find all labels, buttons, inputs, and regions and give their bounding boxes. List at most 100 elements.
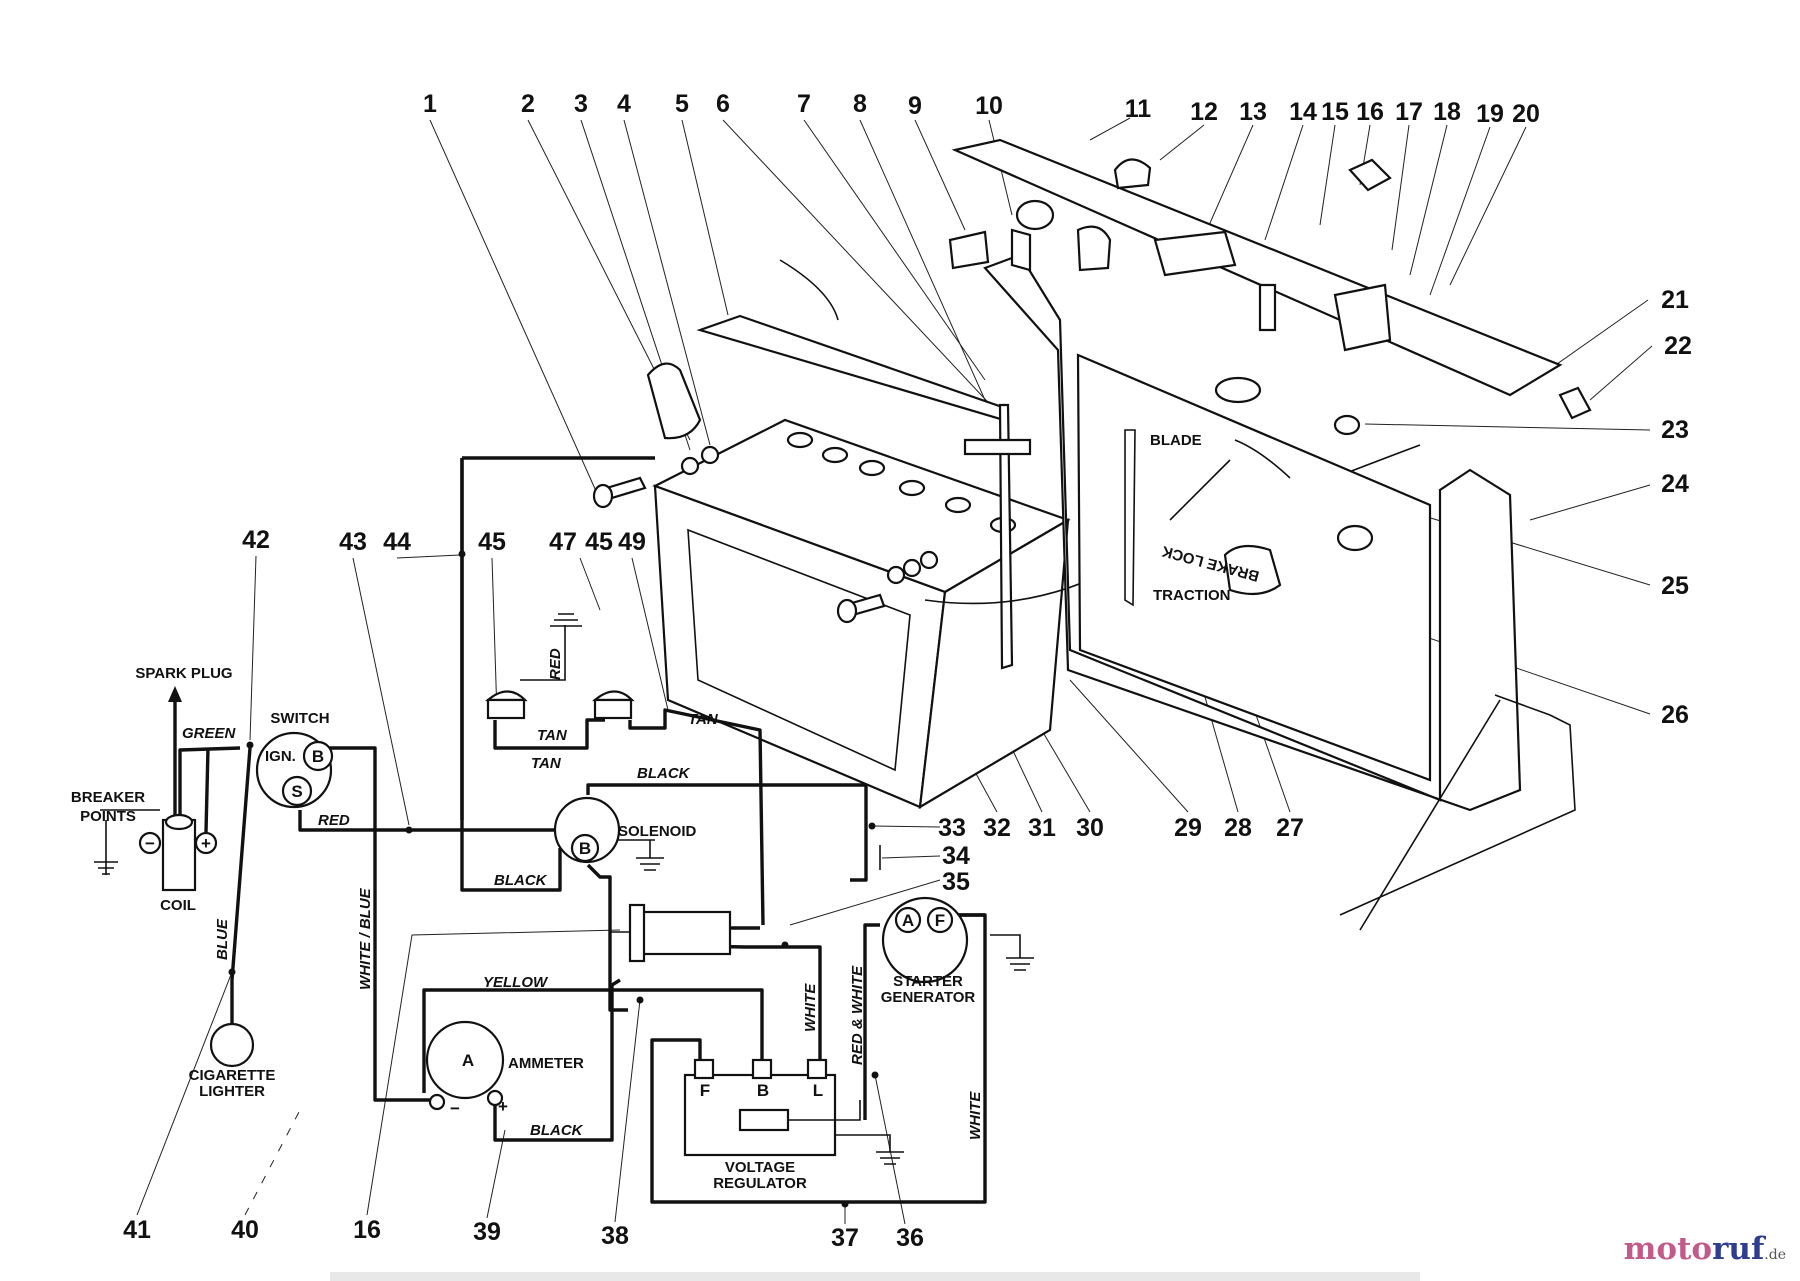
callout-4: 4 [617,90,631,118]
starter-a-terminal: A [902,911,914,930]
callout-5: 5 [675,90,689,118]
wire-white-blue: WHITE / BLUE [357,887,374,990]
callout-34: 34 [942,842,970,870]
ammeter-label: AMMETER [508,1055,584,1072]
cigarette-lighter: CIGARETTE LIGHTER [189,1022,276,1100]
schematic-wires [94,456,1034,1208]
callout-45a: 45 [478,528,506,556]
callout-35: 35 [942,868,970,896]
coil-minus: − [145,834,155,853]
ammeter-a: A [462,1051,474,1070]
callout-6: 6 [716,90,730,118]
breaker-points-label-2: POINTS [80,808,136,825]
callout-23: 23 [1661,416,1689,444]
ammeter: A − + AMMETER [425,1020,584,1118]
callout-3: 3 [574,90,588,118]
wire-blue: BLUE [214,918,231,960]
callout-31: 31 [1028,814,1056,842]
wire-tan-lower: TAN [531,755,562,772]
regulator-label-2: REGULATOR [713,1175,807,1192]
wire-tan-right: TAN [688,711,719,728]
callout-10: 10 [975,92,1003,120]
callout-25: 25 [1661,572,1689,600]
battery-assembly [592,259,1421,810]
solenoid-label: SOLENOID [618,823,697,840]
callout-49: 49 [618,528,646,556]
callout-41: 41 [123,1216,151,1244]
callout-42: 42 [242,526,270,554]
callout-38: 38 [601,1222,629,1250]
callout-28: 28 [1224,814,1252,842]
lighter-label-1: CIGARETTE [189,1067,276,1084]
regulator-l-terminal: L [813,1081,823,1100]
lamp-sockets [485,690,635,720]
callout-7: 7 [797,90,811,118]
solenoid: B SOLENOID [553,796,697,864]
breaker-points-label-1: BREAKER [71,789,145,806]
callout-33: 33 [938,814,966,842]
wire-green: GREEN [182,725,237,742]
coil-label: COIL [160,897,196,914]
wire-labels: GREEN RED RED TAN TAN TAN BLACK BLACK BL… [182,648,984,1140]
callout-47: 47 [549,528,577,556]
blade-mark: BLADE [1150,432,1202,449]
traction-mark: TRACTION [1153,587,1231,604]
wire-white-reg: WHITE [802,983,819,1032]
callout-30: 30 [1076,814,1104,842]
callout-13: 13 [1239,98,1267,126]
ignition-switch: B S IGN. SWITCH [255,710,334,809]
cropped-footer-text [330,1272,1420,1281]
starter-label-1: STARTER [893,973,963,990]
callout-16-lower: 16 [353,1216,381,1244]
switch-label: SWITCH [270,710,329,727]
callout-numbers: 1 2 3 4 5 6 7 8 9 10 11 12 13 14 15 16 1… [123,90,1692,1252]
callout-44: 44 [383,528,411,556]
solenoid-b-terminal: B [579,839,591,858]
watermark-part-3: .de [1764,1247,1786,1263]
voltage-regulator: F B L VOLTAGE REGULATOR [683,1058,861,1192]
callout-22: 22 [1664,332,1692,360]
watermark-part-2: ruf [1712,1231,1765,1267]
callout-17: 17 [1395,98,1423,126]
callout-14: 14 [1289,98,1317,126]
callout-21: 21 [1661,286,1689,314]
callout-9: 9 [908,92,922,120]
starter-f-terminal: F [935,911,945,930]
ignition-coil: − + COIL [138,813,218,914]
callout-26: 26 [1661,701,1689,729]
callout-32: 32 [983,814,1011,842]
regulator-b-terminal: B [757,1081,769,1100]
schematic-components: − + COIL SPARK PLUG BREAKER POINTS B S I… [71,665,975,1192]
wire-yellow: YELLOW [483,974,549,991]
ammeter-plus: + [498,1097,508,1116]
callout-45b: 45 [585,528,613,556]
callout-15: 15 [1321,98,1349,126]
wire-tan-upper: TAN [537,727,568,744]
switch-ign-terminal: IGN. [265,748,296,765]
wire-red-white: RED & WHITE [849,965,866,1065]
callout-24: 24 [1661,470,1689,498]
wire-black-upper: BLACK [637,765,691,782]
callout-2: 2 [521,90,535,118]
callout-18: 18 [1433,98,1461,126]
starter-label-2: GENERATOR [881,989,976,1006]
regulator-f-terminal: F [700,1081,710,1100]
callout-40: 40 [231,1216,259,1244]
callout-27: 27 [1276,814,1304,842]
callout-39: 39 [473,1218,501,1246]
starter-generator: A F STARTER GENERATOR [881,896,976,1006]
callout-16: 16 [1356,98,1384,126]
regulator-label-1: VOLTAGE [725,1159,795,1176]
wire-black-lower: BLACK [494,872,548,889]
wire-white-right: WHITE [967,1091,984,1140]
ammeter-minus: − [450,1099,460,1118]
callout-43: 43 [339,528,367,556]
callout-12: 12 [1190,98,1218,126]
callout-8: 8 [853,90,867,118]
switch-b-terminal: B [312,747,324,766]
callout-19: 19 [1476,100,1504,128]
wire-red-vertical: RED [547,648,564,680]
lighter-label-2: LIGHTER [199,1083,265,1100]
watermark-logo: motoruf.de [1624,1231,1786,1267]
